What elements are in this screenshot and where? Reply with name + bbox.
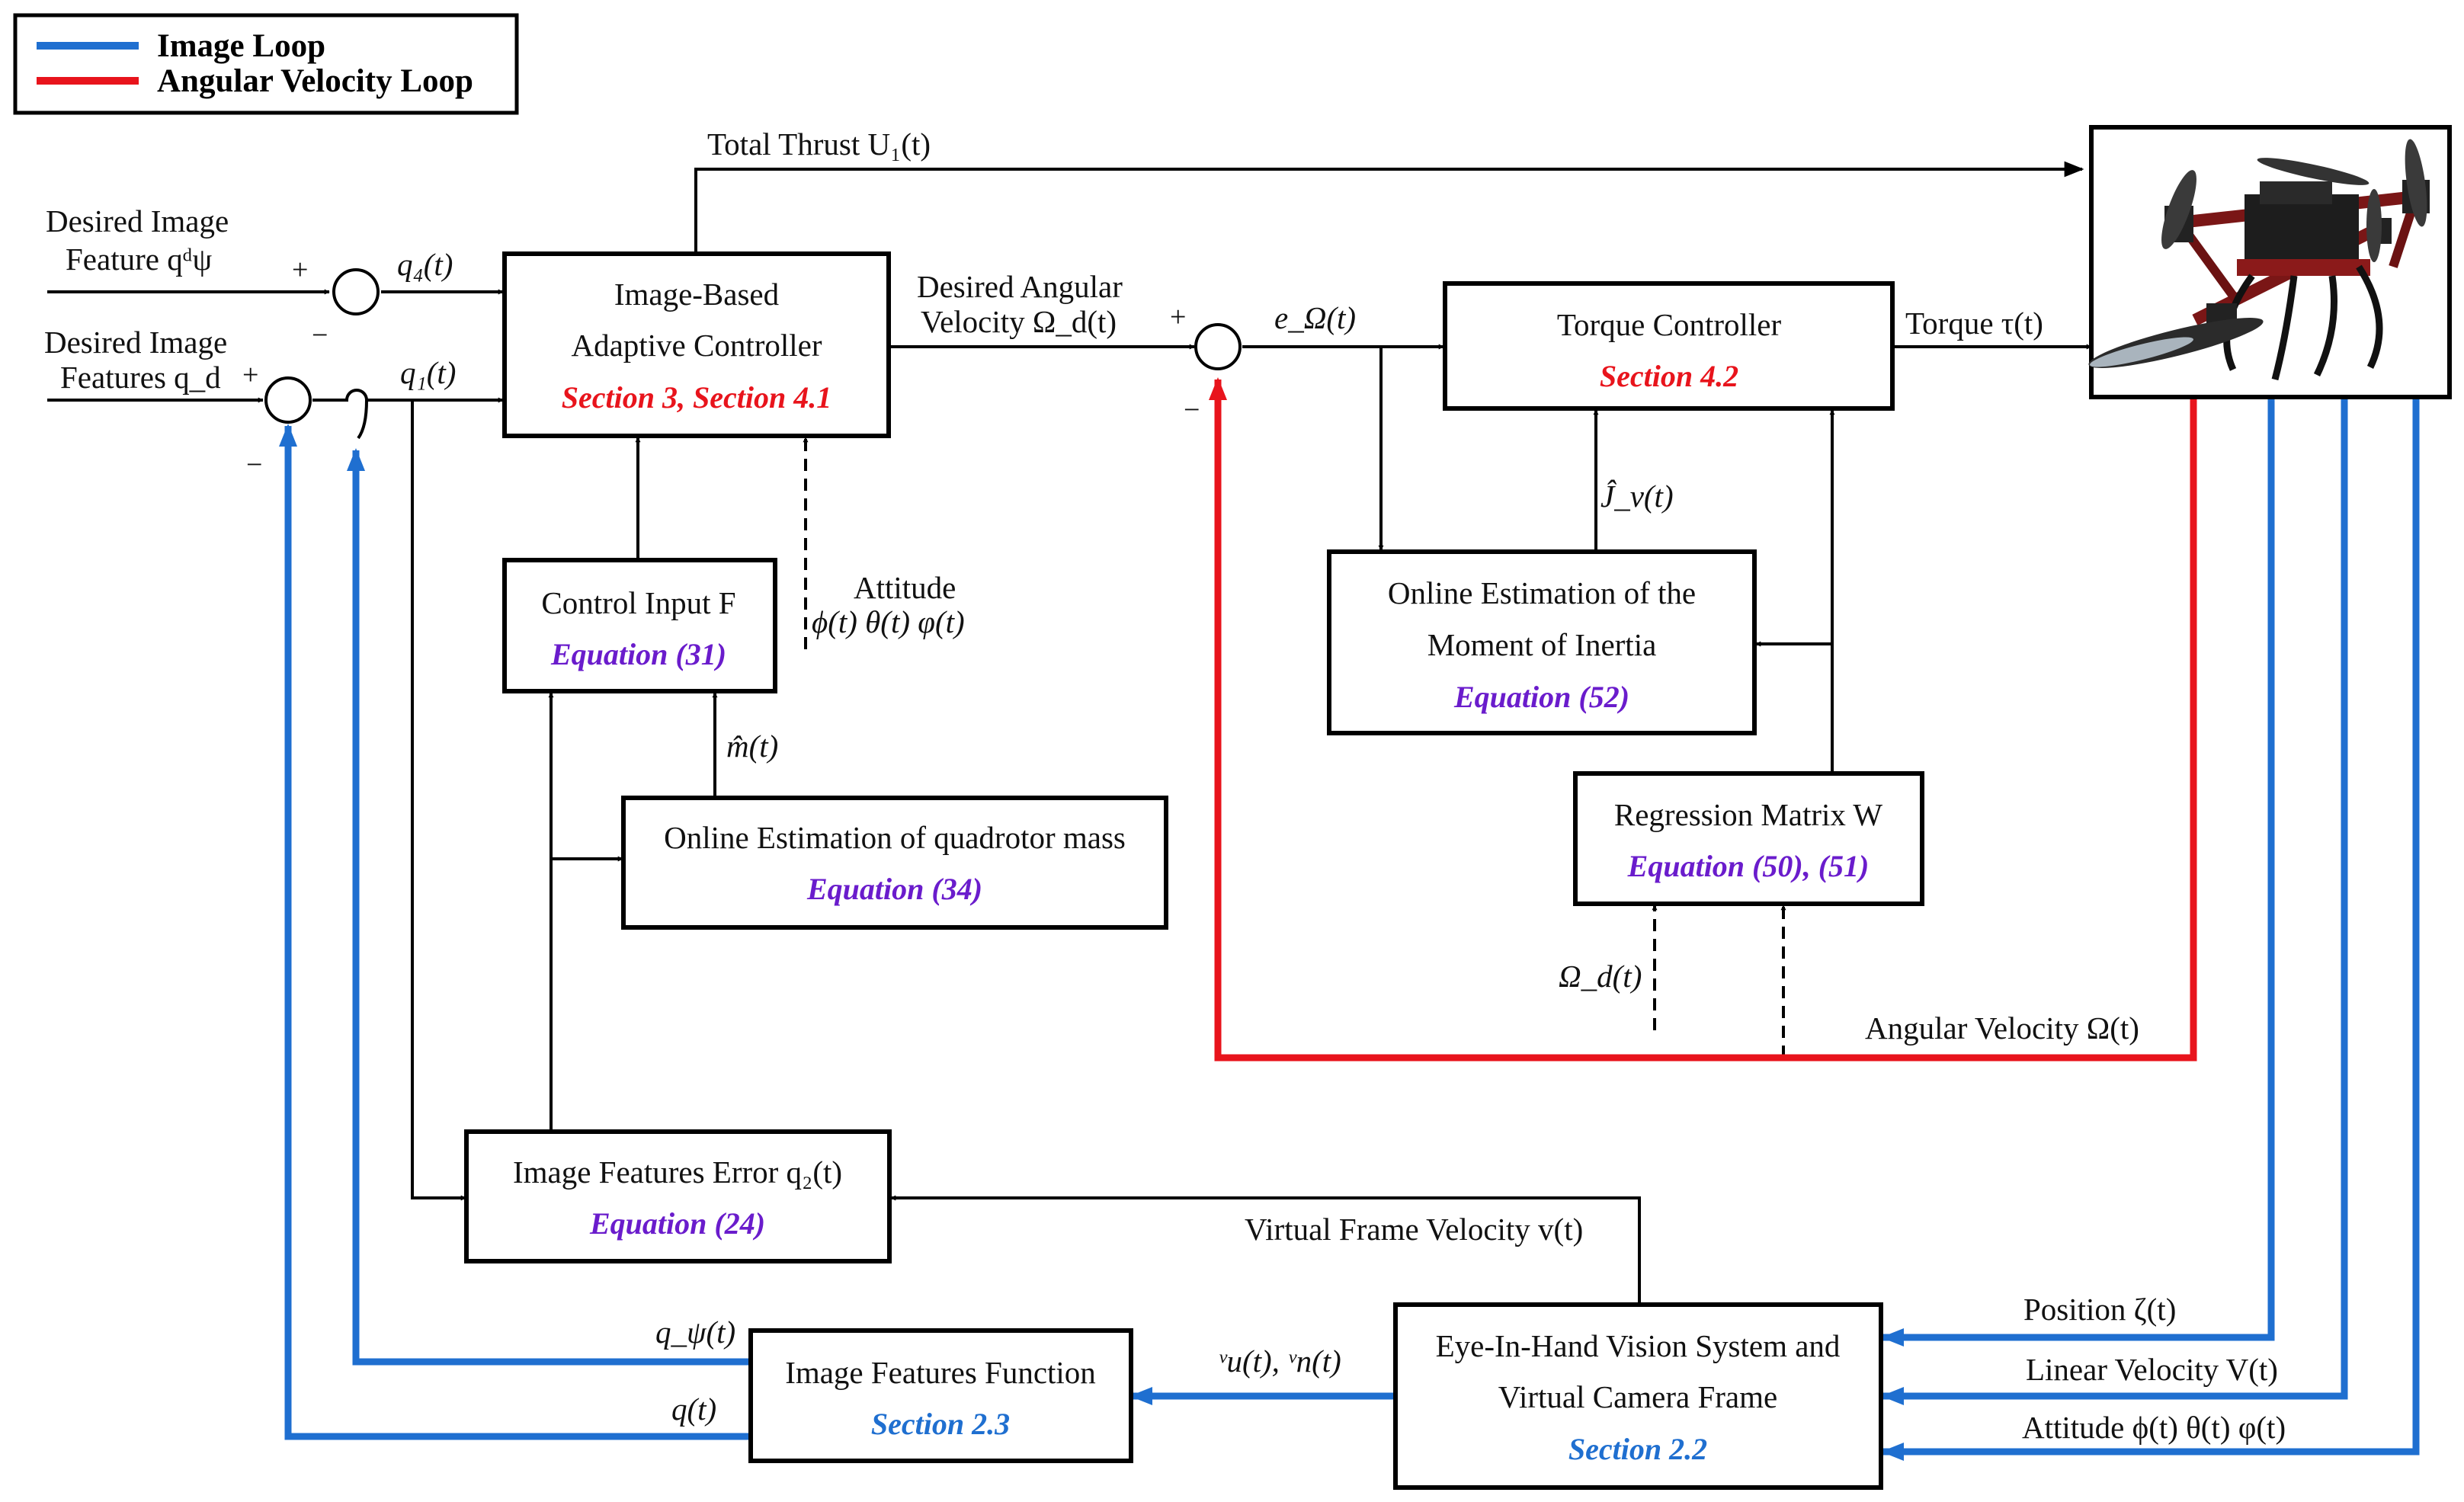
block-control-input: Control Input F Equation (31) xyxy=(502,558,777,693)
label-desired-feature-psi-2: Feature qᵈψ xyxy=(66,242,212,277)
angular-velocity-loop xyxy=(1209,377,2197,1062)
label-uv-nv: ᵛu(t), ᵛn(t) xyxy=(1218,1343,1341,1379)
sum-junction-angular xyxy=(1194,323,1242,370)
sign-minus-angular: − xyxy=(1184,394,1200,426)
svg-text:Online Estimation of the: Online Estimation of the xyxy=(1388,575,1696,610)
svg-text:Section 4.2: Section 4.2 xyxy=(1600,359,1738,393)
svg-text:Equation (52): Equation (52) xyxy=(1453,680,1629,714)
image-loop xyxy=(279,399,2420,1461)
label-e-omega: e_Ω(t) xyxy=(1274,300,1356,335)
svg-text:Torque Controller: Torque Controller xyxy=(1557,307,1782,342)
svg-text:Equation (50), (51): Equation (50), (51) xyxy=(1627,849,1870,883)
label-q: q(t) xyxy=(671,1392,716,1427)
svg-text:Moment of Inertia: Moment of Inertia xyxy=(1427,627,1657,662)
svg-text:Adaptive Controller: Adaptive Controller xyxy=(571,328,822,363)
label-omega-d: Ω_d(t) xyxy=(1559,959,1642,994)
label-desired-angular-2: Velocity Ω_d(t) xyxy=(921,304,1117,339)
sign-plus-angular: + xyxy=(1170,301,1186,333)
svg-text:Image-Based: Image-Based xyxy=(614,277,779,312)
label-linear-velocity: Linear Velocity V(t) xyxy=(2026,1352,2278,1387)
sum-junction-q1 xyxy=(264,376,312,424)
label-position: Position ζ(t) xyxy=(2023,1292,2176,1327)
sign-plus-q4: + xyxy=(292,254,308,286)
label-virtual-frame-velocity: Virtual Frame Velocity v(t) xyxy=(1245,1212,1583,1247)
legend-angular-loop-label: Angular Velocity Loop xyxy=(157,63,473,99)
block-image-based-adaptive-controller: Image-Based Adaptive Controller Section … xyxy=(502,251,891,438)
svg-text:Section 2.3: Section 2.3 xyxy=(871,1407,1010,1441)
legend-image-loop-label: Image Loop xyxy=(157,28,325,64)
block-regression-matrix: Regression Matrix W Equation (50), (51) xyxy=(1573,771,1924,906)
label-attitude-in-1: Attitude xyxy=(854,570,956,605)
block-image-features-function: Image Features Function Section 2.3 xyxy=(748,1328,1133,1463)
label-desired-angular-1: Desired Angular xyxy=(917,269,1123,304)
signal-wires xyxy=(47,161,2092,1303)
quadrotor-drone-icon xyxy=(2088,139,2430,381)
block-online-estimation-mass: Online Estimation of quadrotor mass Equa… xyxy=(621,796,1168,930)
block-online-estimation-inertia: Online Estimation of the Moment of Inert… xyxy=(1327,549,1757,735)
label-desired-feature-psi-1: Desired Image xyxy=(46,203,229,239)
signal-labels: Total Thrust U₁(t) Desired Image Feature… xyxy=(44,127,2286,1445)
svg-text:Section 3, Section 4.1: Section 3, Section 4.1 xyxy=(562,380,831,415)
sign-minus-q4: − xyxy=(312,319,328,351)
label-torque: Torque τ(t) xyxy=(1905,306,2043,341)
label-m-hat: m̂(t) xyxy=(726,729,778,764)
sign-plus-q1: + xyxy=(242,359,258,391)
label-attitude-in-2: ϕ(t) θ(t) φ(t) xyxy=(812,604,965,639)
label-total-thrust: Total Thrust U₁(t) xyxy=(707,127,931,162)
svg-text:Image Features Error q₂(t): Image Features Error q₂(t) xyxy=(513,1155,842,1190)
svg-text:Regression Matrix W: Regression Matrix W xyxy=(1614,797,1883,832)
quadrotor-plant xyxy=(2088,125,2452,399)
label-j-hat: Ĵ_v(t) xyxy=(1600,479,1674,514)
svg-text:Section 2.2: Section 2.2 xyxy=(1568,1432,1707,1466)
label-q4: q₄(t) xyxy=(397,247,453,282)
svg-text:Online Estimation of quadrotor: Online Estimation of quadrotor mass xyxy=(664,820,1126,855)
block-vision-system: Eye-In-Hand Vision System and Virtual Ca… xyxy=(1393,1302,1883,1490)
svg-text:Equation (24): Equation (24) xyxy=(589,1206,765,1241)
legend: Image Loop Angular Velocity Loop xyxy=(13,13,519,115)
block-torque-controller: Torque Controller Section 4.2 xyxy=(1443,281,1895,411)
svg-text:Image Features Function: Image Features Function xyxy=(785,1355,1096,1390)
svg-text:Control Input F: Control Input F xyxy=(541,585,735,620)
svg-text:Equation (31): Equation (31) xyxy=(550,637,726,671)
label-angular-velocity: Angular Velocity Ω(t) xyxy=(1865,1010,2139,1046)
svg-text:Eye-In-Hand Vision System and: Eye-In-Hand Vision System and xyxy=(1436,1328,1841,1363)
label-desired-features-2: Features q_d xyxy=(60,360,221,395)
label-q-psi: q_ψ(t) xyxy=(655,1315,735,1350)
label-desired-features-1: Desired Image xyxy=(44,325,227,360)
svg-text:Virtual Camera Frame: Virtual Camera Frame xyxy=(1498,1379,1777,1414)
label-q1: q₁(t) xyxy=(400,355,456,390)
block-image-features-error: Image Features Error q₂(t) Equation (24) xyxy=(464,1129,892,1263)
svg-text:Equation (34): Equation (34) xyxy=(806,872,982,906)
sign-minus-q1: − xyxy=(246,449,262,481)
sum-junction-q4 xyxy=(332,268,380,315)
label-attitude-out: Attitude ϕ(t) θ(t) φ(t) xyxy=(2022,1410,2286,1445)
